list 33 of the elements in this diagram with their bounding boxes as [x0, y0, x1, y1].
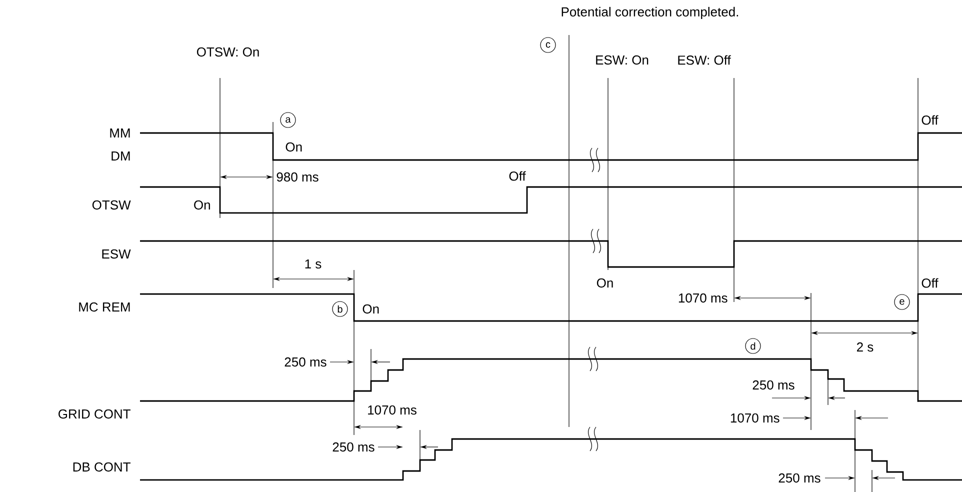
- signal-name: ESW: [102, 249, 131, 259]
- callout-letter: d: [745, 338, 761, 354]
- dimension-label: 1 s: [305, 259, 322, 269]
- dimension-label: 980 ms: [276, 172, 318, 182]
- dimension-label: 2 s: [856, 342, 874, 352]
- callout-letter: e: [894, 294, 910, 310]
- annotation-text: Potential correction completed.: [562, 6, 738, 20]
- dimension-label: 250 ms: [284, 357, 326, 367]
- event-label: OTSW: On: [196, 47, 259, 57]
- dimension-label: 250 ms: [778, 473, 820, 483]
- dimension-label: 1070 ms: [368, 405, 416, 415]
- dimension-label: 1070 ms: [730, 413, 780, 423]
- signal-name: MM: [110, 128, 130, 138]
- callout-letter: c: [540, 37, 556, 53]
- dimension-label: 1070 ms: [678, 293, 728, 303]
- signal-name: OTSW: [92, 200, 131, 210]
- callout-letter: a: [280, 112, 296, 128]
- event-label: ESW: Off: [678, 55, 731, 65]
- dimension-label: 250 ms: [752, 380, 794, 390]
- state-label: Off: [922, 278, 938, 288]
- signal-name: GRID CONT: [58, 409, 130, 419]
- state-label: Off: [509, 171, 526, 181]
- state-label: On: [194, 200, 210, 210]
- state-label: On: [362, 304, 379, 314]
- state-label: On: [286, 142, 302, 152]
- dimension-label: 250 ms: [332, 442, 374, 452]
- event-label: ESW: On: [596, 55, 648, 65]
- signal-name: MC REM: [79, 302, 130, 312]
- signal-name: DB CONT: [73, 462, 130, 472]
- signal-name: DM: [112, 152, 130, 160]
- callout-letter: b: [332, 301, 348, 317]
- state-label: On: [596, 278, 613, 288]
- state-label: Off: [922, 115, 938, 125]
